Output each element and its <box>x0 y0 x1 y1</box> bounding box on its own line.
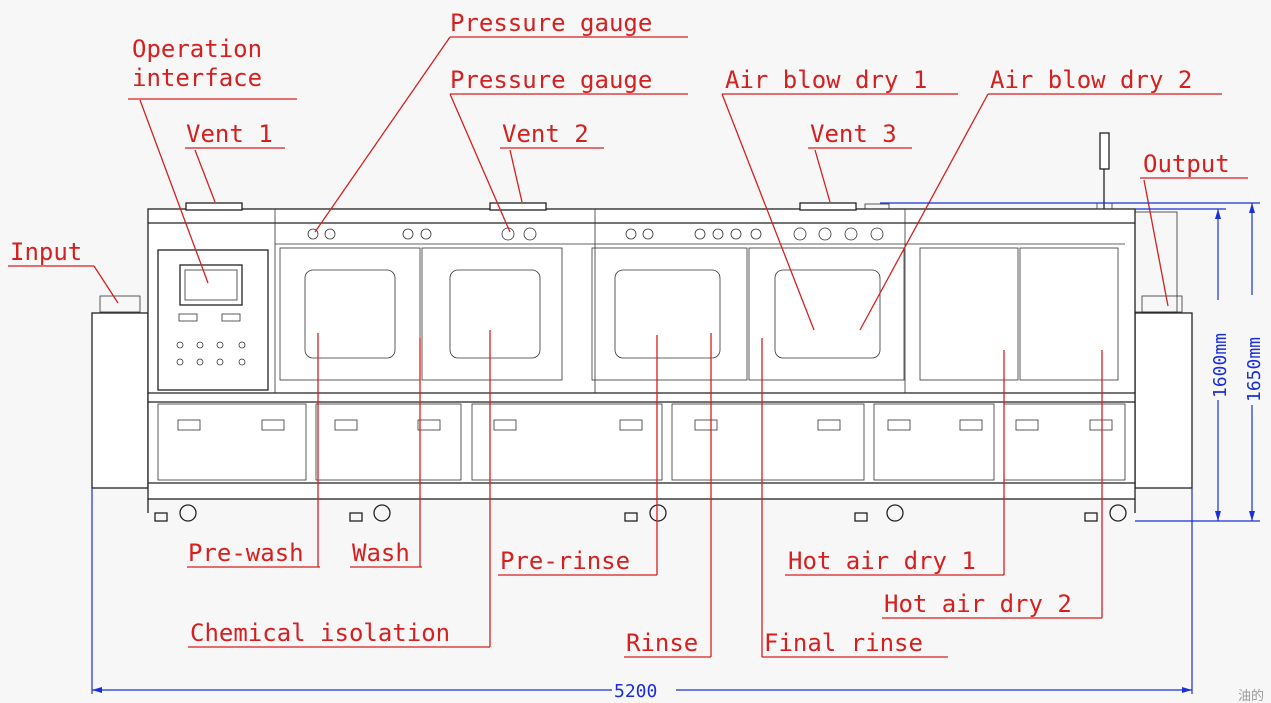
label-operation-interface-2: interface <box>132 64 262 92</box>
label-final-rinse: Final rinse <box>764 629 923 657</box>
label-operation-interface-1: Operation <box>132 35 262 63</box>
label-wash: Wash <box>352 539 410 567</box>
callout-lines <box>8 36 1248 658</box>
label-hot-air-dry-1: Hot air dry 1 <box>788 547 976 575</box>
dimension-height-1650: 1650mm <box>1244 337 1265 402</box>
label-vent-1: Vent 1 <box>186 120 273 148</box>
label-air-blow-dry-2: Air blow dry 2 <box>990 66 1192 94</box>
label-air-blow-dry-1: Air blow dry 1 <box>725 66 927 94</box>
label-rinse: Rinse <box>626 629 698 657</box>
machine-drawing <box>91 132 1193 522</box>
label-output: Output <box>1143 150 1230 178</box>
label-chemical-isolation: Chemical isolation <box>190 619 450 647</box>
label-pre-rinse: Pre-rinse <box>500 547 630 575</box>
label-hot-air-dry-2: Hot air dry 2 <box>884 590 1072 618</box>
label-pre-wash: Pre-wash <box>188 539 304 567</box>
watermark: 油的 <box>1238 688 1264 703</box>
label-vent-2: Vent 2 <box>502 120 589 148</box>
dimension-length: 5200 <box>614 681 657 702</box>
label-input: Input <box>10 238 82 266</box>
dimension-height-1600: 1600mm <box>1210 333 1231 398</box>
label-vent-3: Vent 3 <box>810 120 897 148</box>
label-pressure-gauge-2: Pressure gauge <box>450 66 652 94</box>
label-pressure-gauge-1: Pressure gauge <box>450 9 652 37</box>
labels: Operation interface Pressure gauge Press… <box>10 9 1230 657</box>
dimension-lines <box>91 202 1260 694</box>
